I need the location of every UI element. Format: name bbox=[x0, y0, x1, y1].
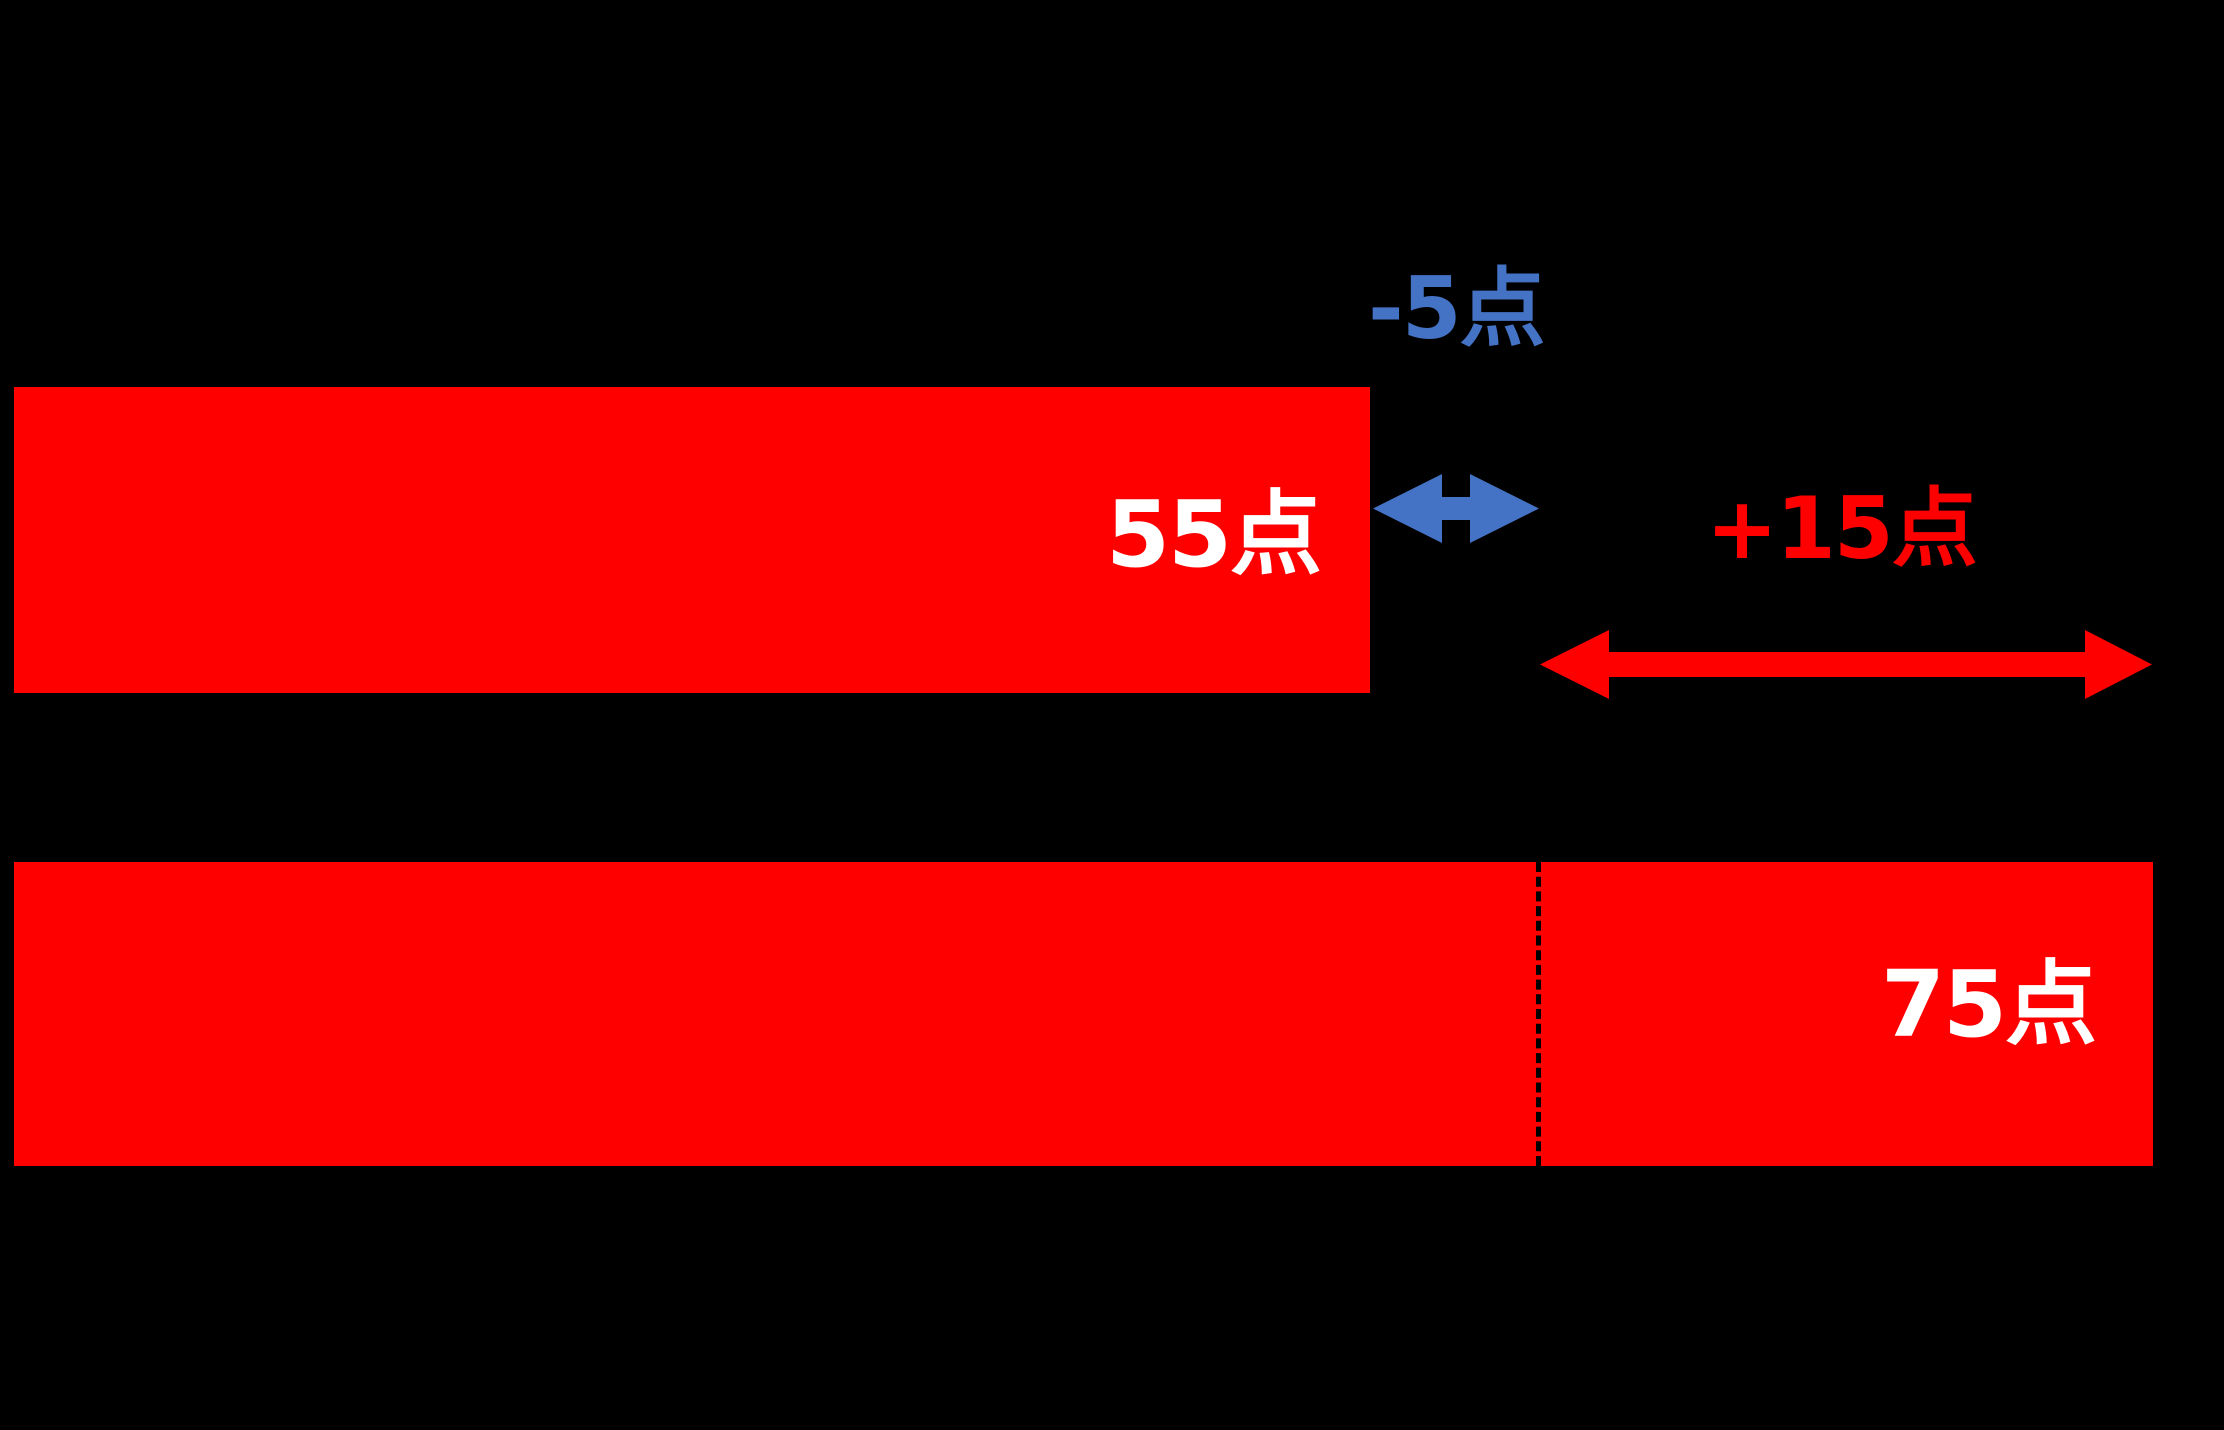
decrease-double-arrow-icon bbox=[1373, 474, 1539, 543]
increase-label: +15点 bbox=[1706, 479, 1978, 579]
bar-before-label: 55点 bbox=[1105, 481, 1322, 588]
bar-after-label: 75点 bbox=[1880, 951, 2097, 1058]
decrease-label: -5点 bbox=[1368, 259, 1546, 359]
bar-after: 75点 bbox=[14, 862, 2153, 1166]
increase-double-arrow-icon bbox=[1540, 630, 2152, 699]
bar-before: 55点 bbox=[14, 387, 1370, 693]
reference-dashed-line bbox=[1536, 862, 1541, 1166]
